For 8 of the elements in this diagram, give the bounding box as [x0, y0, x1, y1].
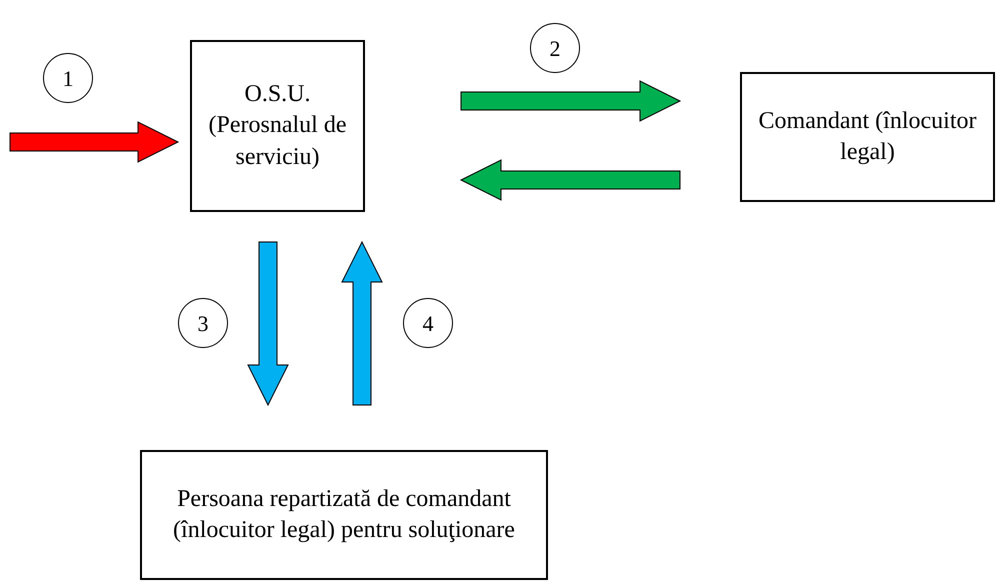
process-box: Comandant (înlocuitor legal)	[740, 72, 995, 202]
process-box: O.S.U. (Perosnalul de serviciu)	[190, 40, 365, 212]
process-box: Persoana repartizată de comandant (înlocuitor legal) pentru soluţionare	[140, 450, 548, 580]
block-arrow	[460, 80, 682, 122]
block-arrow	[460, 159, 680, 201]
block-arrow	[341, 240, 383, 406]
block-arrow	[247, 242, 289, 406]
block-arrow	[10, 121, 180, 163]
